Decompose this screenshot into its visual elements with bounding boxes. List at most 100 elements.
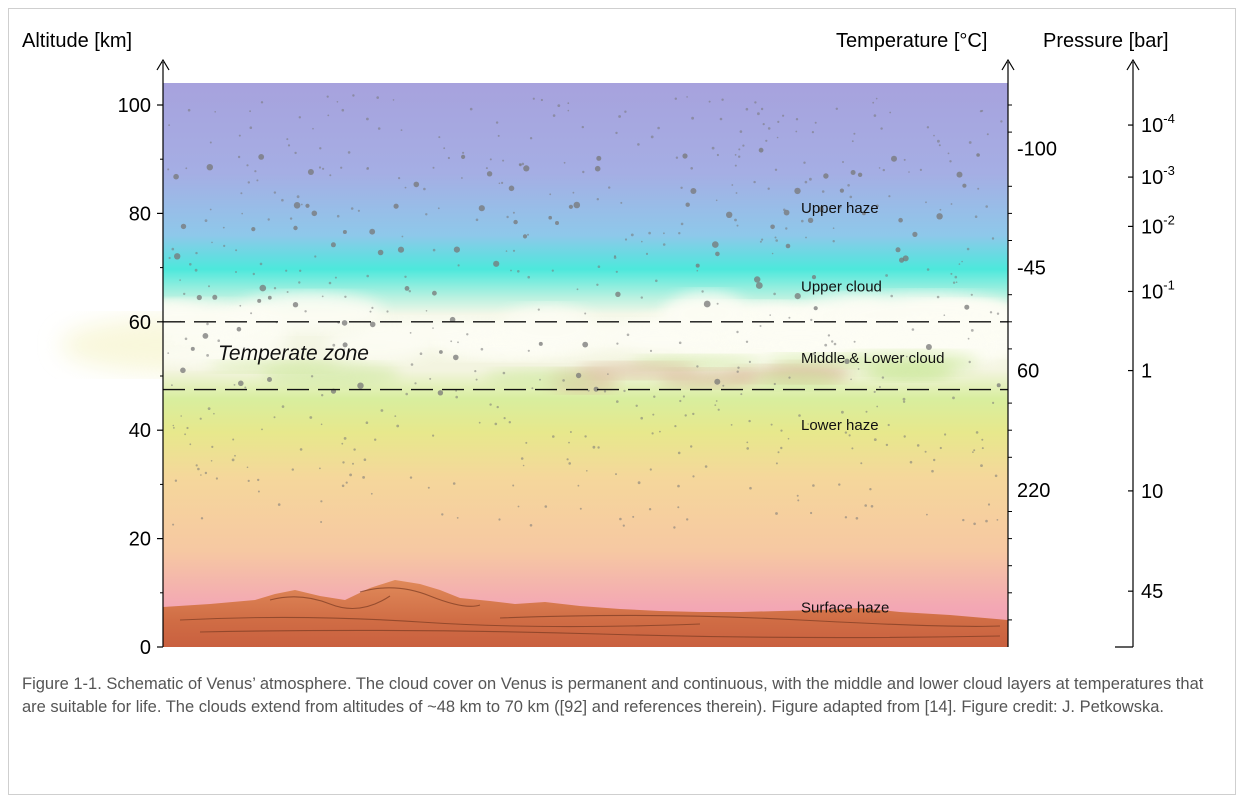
pressure-tick-base: 10 <box>1141 115 1163 137</box>
particle <box>878 386 881 388</box>
particle <box>981 447 984 450</box>
particle <box>366 274 370 278</box>
particle <box>649 468 652 471</box>
particle <box>518 163 522 166</box>
particle <box>341 320 348 326</box>
particle <box>895 247 901 253</box>
particle <box>715 251 720 257</box>
particle <box>582 341 589 348</box>
particle <box>616 342 619 345</box>
particle <box>404 286 410 291</box>
particle <box>903 158 906 161</box>
particle <box>414 382 417 385</box>
particle <box>938 144 941 147</box>
particle <box>691 116 694 120</box>
particle <box>663 232 665 235</box>
particle <box>244 386 247 389</box>
particle <box>341 108 345 112</box>
particle <box>532 97 535 100</box>
particle <box>596 283 599 286</box>
particle <box>386 310 389 313</box>
particle <box>189 443 192 446</box>
particle <box>888 195 891 198</box>
particle <box>592 445 596 449</box>
particle <box>357 382 364 389</box>
particle <box>480 347 484 351</box>
particle <box>231 458 235 462</box>
particle <box>493 260 500 267</box>
particle <box>544 505 548 508</box>
cloud-puff <box>717 319 881 347</box>
particle <box>931 469 934 473</box>
pressure-axis-title: Pressure [bar] <box>1043 30 1169 52</box>
particle <box>996 519 999 521</box>
particle <box>712 241 719 248</box>
altitude-tick-label: 0 <box>140 637 151 659</box>
particle <box>862 211 866 216</box>
particle <box>679 399 682 403</box>
particle <box>853 132 856 135</box>
particle <box>285 269 288 272</box>
particle <box>715 199 718 202</box>
particle <box>674 425 677 428</box>
particle <box>475 218 479 222</box>
particle <box>898 217 903 223</box>
particle <box>821 190 825 193</box>
particle <box>222 226 225 229</box>
particle <box>885 274 888 277</box>
particle <box>429 377 432 380</box>
particle <box>648 508 652 511</box>
particle <box>380 409 384 412</box>
particle <box>366 167 369 170</box>
particle <box>336 101 339 103</box>
particle <box>954 275 958 279</box>
particle <box>677 506 680 509</box>
particle <box>200 474 202 476</box>
particle <box>369 321 376 328</box>
particle <box>620 201 623 204</box>
particle <box>475 378 478 381</box>
particle <box>849 195 853 199</box>
particle <box>891 155 897 162</box>
particle <box>844 516 848 519</box>
particle <box>839 188 845 193</box>
particle <box>911 328 915 331</box>
particle <box>503 417 506 420</box>
particle <box>455 390 457 392</box>
particle <box>979 110 983 113</box>
particle <box>684 414 687 417</box>
particle <box>286 291 289 293</box>
particle <box>314 255 317 258</box>
pressure-tick-base: 10 <box>1141 216 1163 238</box>
particle <box>974 215 978 218</box>
particle <box>759 325 762 327</box>
particle <box>261 428 263 431</box>
particle <box>615 270 618 273</box>
particle <box>172 424 175 427</box>
particle <box>616 400 619 403</box>
particle <box>952 396 955 400</box>
particle <box>869 488 872 491</box>
particle <box>964 304 970 310</box>
particle <box>632 515 635 518</box>
particle <box>823 173 829 179</box>
particle <box>962 183 967 188</box>
particle <box>259 262 263 266</box>
particle <box>512 249 516 252</box>
particle <box>722 384 725 387</box>
particle <box>369 228 376 235</box>
particle <box>432 290 437 296</box>
particle <box>970 329 974 332</box>
particle <box>398 177 401 180</box>
particle <box>701 290 704 293</box>
particle <box>209 208 212 211</box>
particle <box>719 117 723 121</box>
particle <box>568 441 570 444</box>
particle <box>298 116 301 119</box>
particle <box>748 419 751 423</box>
particle <box>857 172 863 177</box>
particle <box>926 268 930 271</box>
cloud-puff <box>868 359 957 380</box>
particle <box>613 255 617 258</box>
